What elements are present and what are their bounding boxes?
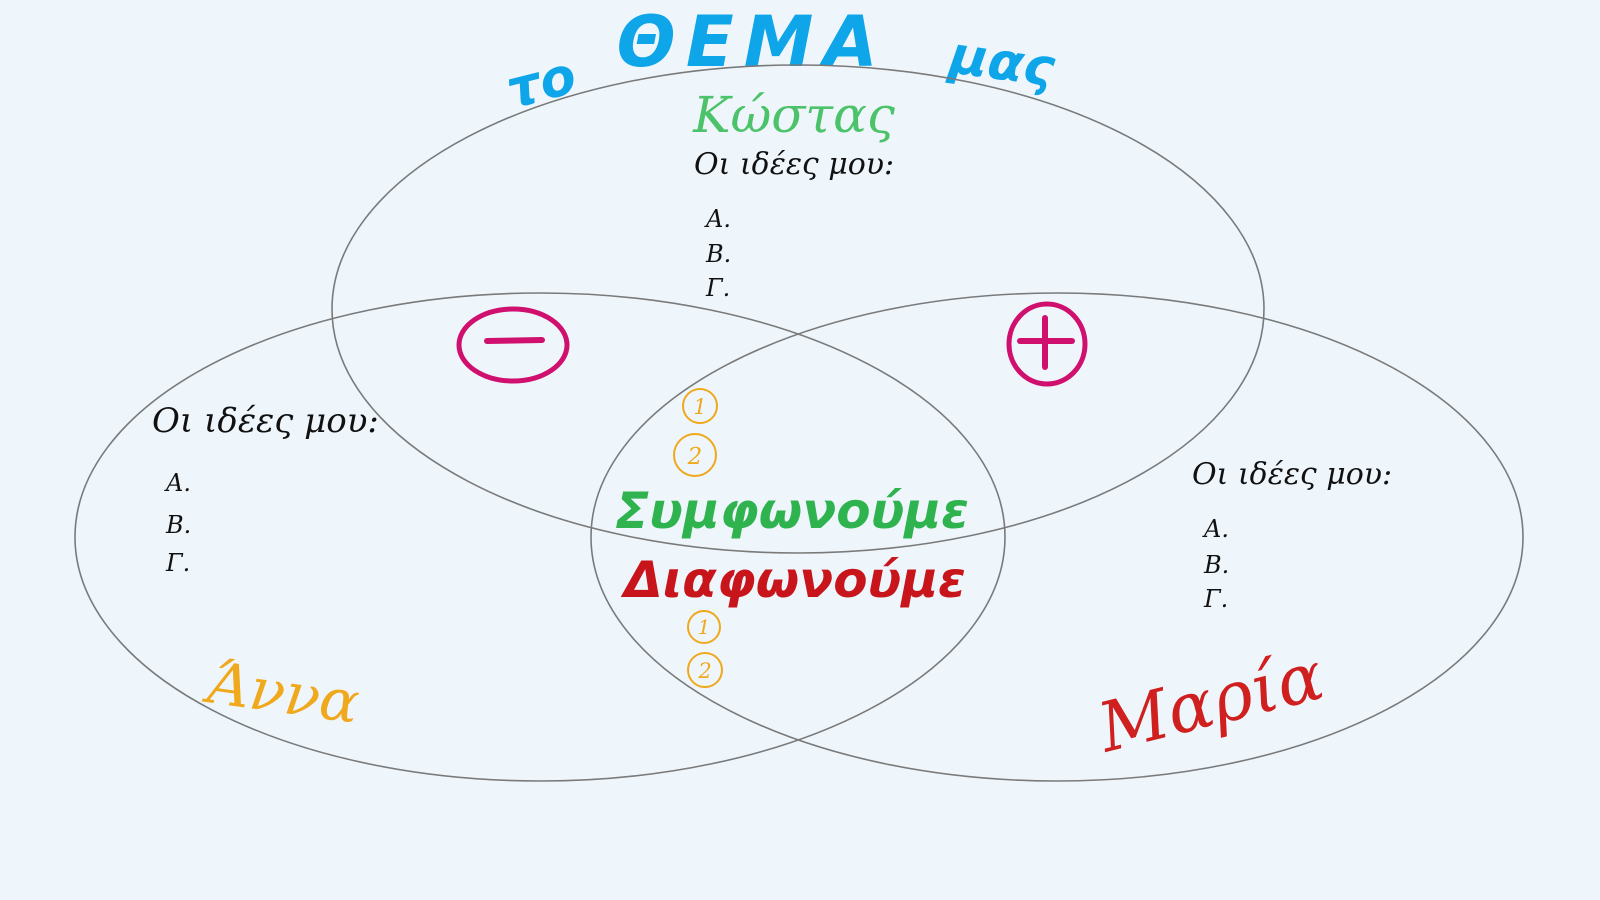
agree-number-2: 2 bbox=[687, 444, 703, 470]
person-top-item-b: B. bbox=[705, 240, 731, 268]
person-left-item-c: Γ. bbox=[165, 549, 190, 577]
person-right-item-c: Γ. bbox=[1203, 585, 1228, 613]
person-top-ideas-label: Οι ιδέες μου: bbox=[694, 147, 894, 182]
person-right-ideas-label: Οι ιδέες μου: bbox=[1192, 457, 1392, 492]
disagree-number-2: 2 bbox=[697, 659, 711, 683]
circle-kostas bbox=[331, 64, 1265, 554]
minus-circle-icon bbox=[456, 306, 570, 384]
agree-number-1: 1 bbox=[693, 395, 706, 419]
person-right-item-a: A. bbox=[1202, 515, 1229, 543]
title: το ΘΕΜΑ μας bbox=[501, 1, 1059, 121]
person-top-name: Κώστας bbox=[692, 86, 895, 144]
title-prefix: το bbox=[501, 46, 582, 121]
circle-maria bbox=[590, 292, 1524, 782]
circle-anna bbox=[74, 292, 1006, 782]
title-main: ΘΕΜΑ bbox=[616, 1, 887, 83]
disagree-label: Διαφωνούμε bbox=[620, 551, 966, 609]
person-left-item-a: A. bbox=[164, 469, 191, 497]
person-top-item-c: Γ. bbox=[705, 274, 730, 302]
person-left-ideas-label: Οι ιδέες μου: bbox=[152, 401, 379, 441]
agree-numbers: 1 2 bbox=[673, 388, 718, 477]
person-top-item-a: A. bbox=[704, 205, 731, 233]
person-right: Οι ιδέες μου: A. B. Γ. Μαρία bbox=[1089, 457, 1392, 769]
person-left-name: Άννα bbox=[199, 648, 364, 737]
plus-circle-icon bbox=[1006, 301, 1088, 387]
person-left: Οι ιδέες μου: A. B. Γ. Άννα bbox=[152, 401, 379, 737]
disagree-number-1: 1 bbox=[698, 615, 711, 639]
person-top: Κώστας Οι ιδέες μου: A. B. Γ. bbox=[692, 86, 895, 302]
title-suffix: μας bbox=[944, 25, 1058, 99]
disagree-numbers: 1 2 bbox=[687, 610, 723, 688]
person-right-item-b: B. bbox=[1203, 551, 1229, 579]
agree-label: Συμφωνούμε bbox=[615, 482, 969, 540]
person-left-item-b: B. bbox=[165, 511, 191, 539]
person-right-name: Μαρία bbox=[1089, 637, 1331, 769]
